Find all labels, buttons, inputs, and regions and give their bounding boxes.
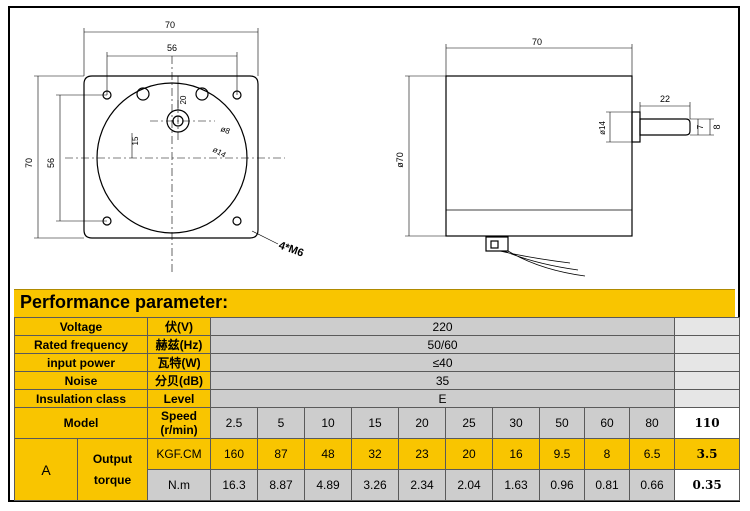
nm-cell: 0.81: [584, 469, 631, 501]
nm-cell: 0.96: [539, 469, 586, 501]
side-boss: [631, 111, 641, 143]
param-value: 220: [210, 317, 676, 336]
param-value: ≤40: [210, 353, 676, 372]
front-flange: [83, 75, 259, 239]
dim-side-shaft-dia: 8: [712, 124, 722, 129]
dimension-drawing: 70 56 70 56 20 15 ø8 ø14 4*M6 70 ø70 22 …: [24, 20, 722, 277]
nm-cell: 4.89: [304, 469, 353, 501]
speed-header: Speed (r/min): [147, 407, 212, 439]
param-unit: 赫兹(Hz): [147, 335, 212, 354]
param-row: input power 瓦特(W) ≤40: [13, 353, 741, 372]
dim-side-length: 70: [532, 37, 542, 47]
lead-outlet: [485, 236, 509, 252]
nm-cell: 0.35: [674, 469, 741, 501]
param-blank: [674, 389, 741, 408]
kgf-cell: 48: [304, 438, 353, 470]
speed-cell: 50: [539, 407, 586, 439]
kgf-cell: 9.5: [539, 438, 586, 470]
param-row: Voltage 伏(V) 220: [13, 317, 741, 336]
speed-cell: 10: [304, 407, 353, 439]
param-label: input power: [13, 353, 149, 372]
dim-side-dia: ø70: [395, 152, 405, 168]
output-torque-header: Output torque: [76, 438, 149, 501]
param-value: 50/60: [210, 335, 676, 354]
kgf-cell: 8: [584, 438, 631, 470]
section-header: Performance parameter:: [14, 289, 735, 317]
param-label: Noise: [13, 371, 149, 390]
param-value: E: [210, 389, 676, 408]
dim-mounting-holes: 4*M6: [277, 240, 305, 260]
kgf-cell: 3.5: [674, 438, 741, 470]
param-blank: [674, 335, 741, 354]
param-unit: 分贝(dB): [147, 371, 212, 390]
param-label: Rated frequency: [13, 335, 149, 354]
param-label: Insulation class: [13, 389, 149, 408]
dim-side-boss-dia: ø14: [598, 121, 607, 135]
performance-table: Voltage 伏(V) 220 Rated frequency 赫兹(Hz) …: [13, 317, 741, 501]
speed-cell: 5: [257, 407, 306, 439]
nm-cell: 1.63: [492, 469, 541, 501]
kgf-cell: 23: [398, 438, 447, 470]
kgf-cell: 160: [210, 438, 259, 470]
nm-cell: 16.3: [210, 469, 259, 501]
speed-cell: 80: [629, 407, 676, 439]
model-value: A: [14, 438, 78, 501]
side-body: [445, 75, 633, 237]
section-title: Performance parameter:: [20, 292, 229, 312]
dim-boss-height: 15: [131, 136, 140, 145]
kgf-cell: 16: [492, 438, 541, 470]
dim-shaft-offset: 20: [179, 95, 188, 104]
kgf-cell: 87: [257, 438, 306, 470]
speed-cell: 110: [674, 407, 741, 439]
param-unit: 伏(V): [147, 317, 212, 336]
param-blank: [674, 371, 741, 390]
dim-front-hole-spacing: 56: [167, 43, 177, 53]
speed-cell: 25: [445, 407, 494, 439]
dim-flat: 7: [696, 124, 705, 129]
speed-cell: 20: [398, 407, 447, 439]
side-shaft: [639, 118, 691, 136]
sheet-border: [8, 6, 740, 502]
kgf-cell: 6.5: [629, 438, 676, 470]
kgf-header: KGF.CM: [147, 438, 212, 470]
speed-cell: 2.5: [210, 407, 259, 439]
nm-cell: 2.04: [445, 469, 494, 501]
param-blank: [674, 353, 741, 372]
lead-wires: [499, 250, 586, 277]
nm-cell: 8.87: [257, 469, 306, 501]
nm-row: N.m 16.3 8.87 4.89 3.26 2.34 2.04 1.63 0…: [15, 469, 741, 501]
dim-front-width: 70: [165, 20, 175, 30]
kgf-cell: 32: [351, 438, 400, 470]
nm-cell: 2.34: [398, 469, 447, 501]
nm-cell: 0.66: [629, 469, 676, 501]
lug-hole: [136, 87, 150, 101]
dim-front-height: 70: [24, 158, 34, 168]
speed-cell: 15: [351, 407, 400, 439]
dim-front-hole-spacing-v: 56: [46, 158, 56, 168]
dim-shaft-dia: ø8: [219, 124, 231, 136]
dim-boss-dia: ø14: [211, 145, 228, 160]
param-blank: [674, 317, 741, 336]
param-row: Insulation class Level E: [13, 389, 741, 408]
speed-cell: 30: [492, 407, 541, 439]
model-header: Model: [13, 407, 149, 439]
param-unit: Level: [147, 389, 212, 408]
kgf-cell: 20: [445, 438, 494, 470]
nm-cell: 3.26: [351, 469, 400, 501]
param-row: Noise 分贝(dB) 35: [13, 371, 741, 390]
param-value: 35: [210, 371, 676, 390]
dim-shaft-length: 22: [660, 94, 670, 104]
mount-hole: [232, 216, 242, 226]
kgf-row: A Output torque KGF.CM 160 87 48 32 23 2…: [14, 438, 741, 501]
nm-header: N.m: [147, 469, 212, 501]
speed-row: Model Speed (r/min) 2.5 5 10 15 20 25 30…: [13, 407, 741, 439]
lug-hole: [195, 87, 209, 101]
param-label: Voltage: [13, 317, 149, 336]
param-unit: 瓦特(W): [147, 353, 212, 372]
speed-cell: 60: [584, 407, 631, 439]
param-row: Rated frequency 赫兹(Hz) 50/60: [13, 335, 741, 354]
